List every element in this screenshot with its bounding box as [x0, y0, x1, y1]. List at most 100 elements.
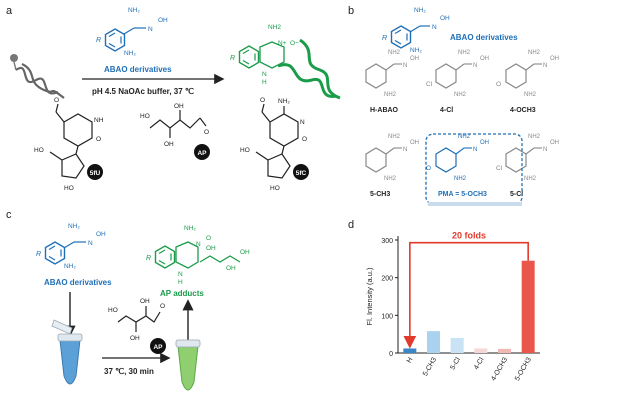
- bar-5-ch3: [427, 331, 440, 353]
- y-tick-label: 100: [381, 313, 393, 320]
- y-tick-label: 0: [389, 351, 393, 358]
- svg-text:AP: AP: [153, 344, 163, 351]
- hydroxyl-label: OH: [480, 56, 489, 62]
- hydroxyl-label: OH: [410, 56, 419, 62]
- nitrogen-label: N: [543, 147, 547, 153]
- badge-ap-a: [194, 144, 210, 160]
- svg-text:R: R: [36, 251, 41, 258]
- x-tick-label: H: [406, 357, 415, 365]
- abao-label-c: ABAO derivatives: [44, 278, 112, 287]
- svg-text:NH2: NH2: [268, 24, 281, 31]
- x-tick-label: 5-CH3: [422, 356, 438, 377]
- abao-label-a: ABAO derivatives: [104, 65, 172, 74]
- svg-text:OH: OH: [130, 335, 140, 342]
- svg-text:R: R: [382, 35, 387, 42]
- svg-text:NH₂: NH₂: [68, 223, 80, 230]
- ap-adducts-label: AP adducts: [160, 289, 204, 298]
- svg-text:OH: OH: [164, 141, 174, 148]
- nitrogen-label: N: [403, 147, 407, 153]
- svg-text:OH: OH: [240, 249, 250, 256]
- product-structure-c: R NH₂ N O N H OH OH OH: [146, 225, 250, 286]
- svg-text:N: N: [88, 240, 93, 247]
- svg-text:HO: HO: [108, 307, 118, 314]
- hydroxyl-label: OH: [410, 140, 419, 146]
- amine-label: NH2: [454, 176, 467, 182]
- tube-green-icon: [175, 339, 201, 391]
- svg-text:NH: NH: [94, 117, 104, 124]
- svg-text:N: N: [196, 241, 201, 248]
- amine-label: NH2: [384, 176, 397, 182]
- svg-text:OH: OH: [206, 245, 216, 252]
- panel-d-label: d: [348, 219, 354, 231]
- svg-text:N+: N+: [278, 40, 287, 47]
- fold-bracket: [403, 241, 529, 349]
- svg-text:O: O: [160, 303, 165, 310]
- x-tick-label: 4-Cl: [473, 356, 486, 371]
- x-tick-label: 4-OCH3: [490, 356, 509, 382]
- tube-blue-icon: [51, 319, 83, 385]
- pma-shadow: [428, 202, 522, 206]
- svg-text:N: N: [178, 271, 183, 278]
- nitrogen-label: N: [543, 63, 547, 69]
- panel-b-title: ABAO derivatives: [450, 33, 518, 42]
- abao-structure-c: R NH₂ N OH NH₂: [36, 223, 106, 270]
- compound-name: 5-CH3: [370, 191, 390, 198]
- svg-text:OH: OH: [174, 103, 184, 110]
- structure-ap: [149, 110, 207, 138]
- svg-text:HO: HO: [270, 185, 280, 192]
- substituent-label: Cl: [496, 165, 503, 172]
- fold-annotation: 20 folds: [452, 231, 486, 241]
- badge-5fc: [293, 164, 309, 180]
- nitrogen-label: N: [403, 63, 407, 69]
- svg-text:NH₂: NH₂: [278, 98, 290, 105]
- svg-text:NH₂: NH₂: [64, 263, 76, 270]
- svg-text:OH: OH: [226, 265, 236, 272]
- bar-4-och3: [498, 348, 511, 353]
- amine-label: NH2: [388, 50, 401, 56]
- badge-ap-c: [150, 338, 166, 354]
- svg-text:N: N: [300, 119, 305, 126]
- y-axis-label: Fl. Intensity (a.u.): [365, 267, 374, 325]
- substituent-label: O: [496, 81, 501, 88]
- condition-text-c: 37 ℃, 30 min: [104, 367, 154, 376]
- panel-a-label: a: [6, 5, 13, 17]
- svg-text:5fC: 5fC: [296, 170, 307, 177]
- hydroxyl-label: OH: [550, 140, 559, 146]
- nitrogen-label: N: [473, 63, 477, 69]
- nitrogen-label: N: [473, 147, 477, 153]
- x-tick-label: 5-Cl: [449, 356, 462, 371]
- compound-name: PMA = 5-OCH3: [438, 191, 487, 198]
- svg-text:NH₂: NH₂: [414, 7, 426, 14]
- bar-5-cl: [450, 337, 464, 353]
- badge-5fu: [87, 164, 103, 180]
- compound-name: H-ABAO: [370, 107, 399, 114]
- svg-text:O: O: [302, 136, 307, 143]
- svg-text:O−: O−: [290, 40, 299, 47]
- abao-structure-b: R NH₂ N OH NH₂: [382, 7, 450, 54]
- condition-text-a: pH 4.5 NaOAc buffer, 37 ℃: [92, 87, 194, 96]
- svg-text:R: R: [230, 55, 235, 62]
- product-structure-a: R NH2 N+ O− N H: [230, 24, 299, 86]
- compound-name: 4-Cl: [440, 107, 453, 114]
- panel-b-label: b: [348, 5, 354, 17]
- amine-label: NH2: [524, 176, 537, 182]
- bar-5-och3: [521, 260, 535, 353]
- svg-text:OH: OH: [96, 231, 106, 238]
- structure-5fc: [255, 103, 299, 179]
- amine-label: NH2: [528, 134, 541, 140]
- amine-label: NH2: [458, 50, 471, 56]
- svg-text:R: R: [146, 255, 151, 262]
- compound-grid: NH2NOHNH2H-ABAONH2NOHNH2Cl4-ClNH2NOHNH2O…: [365, 50, 559, 198]
- svg-text:H: H: [262, 79, 267, 86]
- svg-text:HO: HO: [140, 113, 150, 120]
- svg-text:OH: OH: [140, 298, 150, 305]
- svg-text:HO: HO: [64, 185, 74, 192]
- svg-text:N: N: [148, 26, 153, 33]
- svg-text:5fU: 5fU: [90, 170, 101, 177]
